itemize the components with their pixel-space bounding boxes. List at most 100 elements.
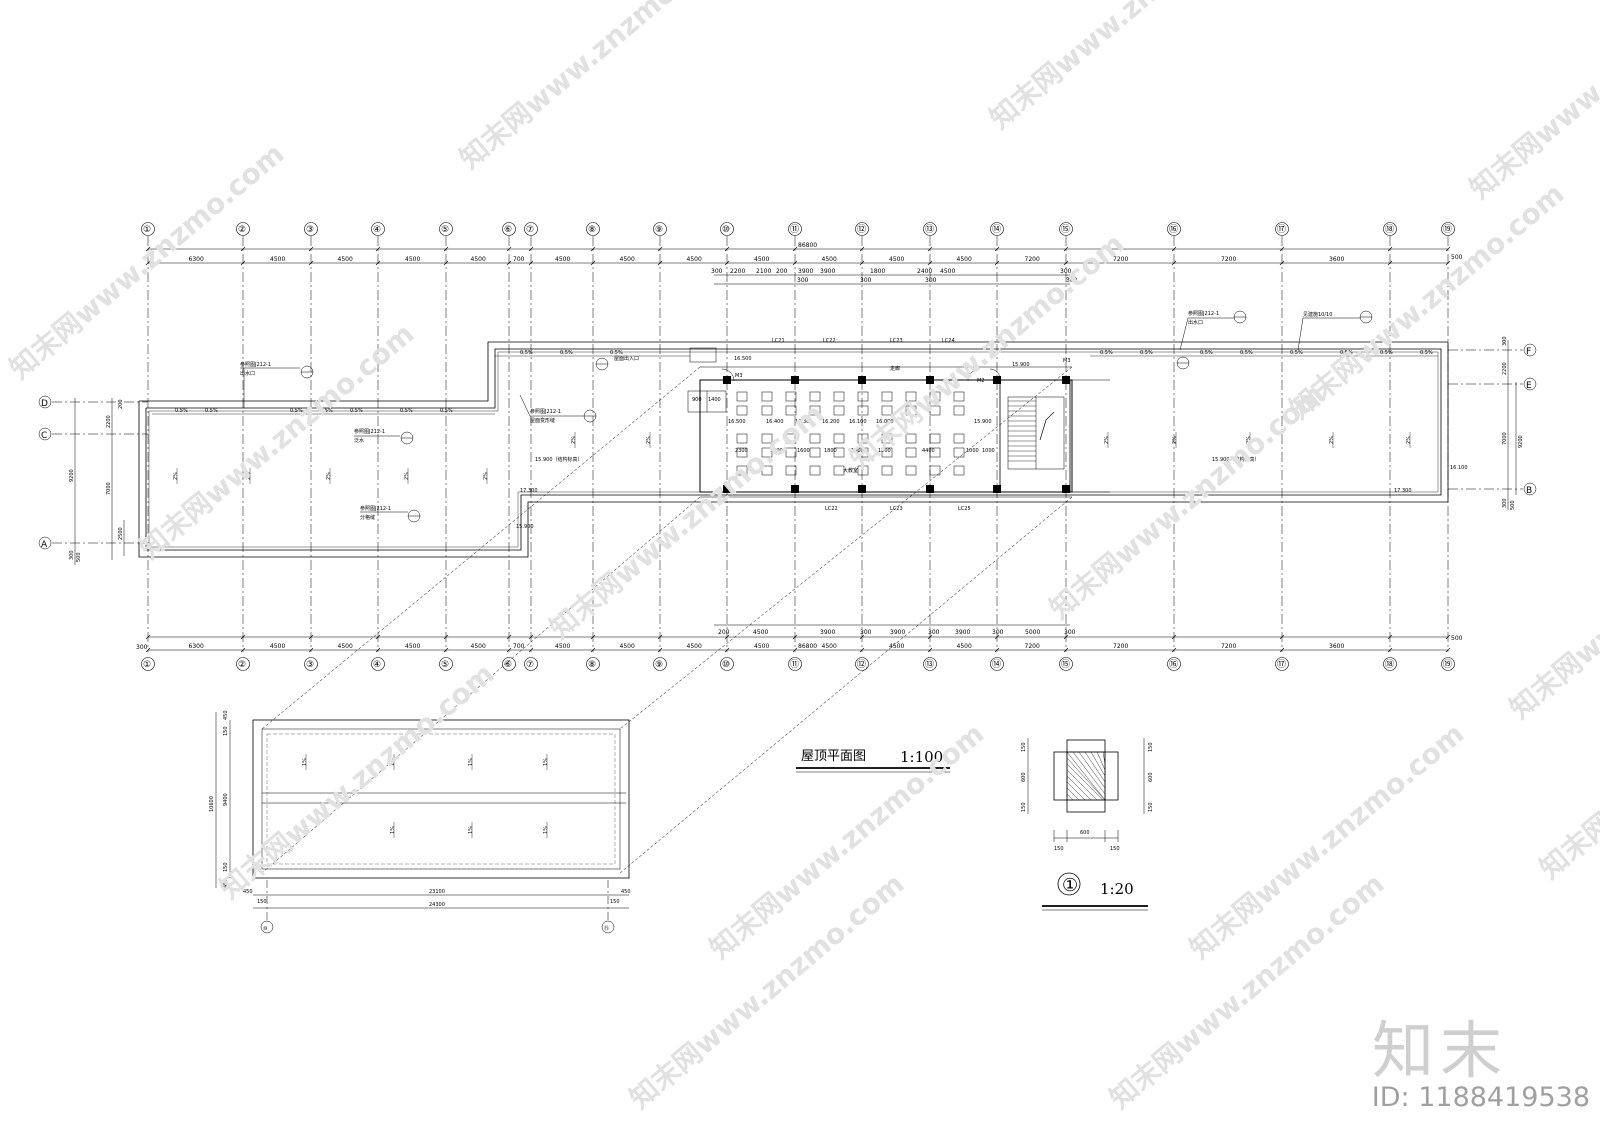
axis-bubble: [371, 657, 385, 671]
desk: [881, 465, 893, 476]
split-label: 0.5%: [350, 408, 363, 414]
top-sub-dimension: 4500: [940, 268, 955, 275]
desk: [881, 405, 893, 416]
desk: [785, 433, 797, 444]
slope-label: 2%: [246, 472, 252, 480]
axis-bubble: [923, 657, 937, 671]
bottom-bay-dimension: 4500: [555, 643, 570, 650]
axis-bubble: [788, 222, 802, 236]
axis-label-top: ⑭: [992, 224, 1001, 235]
ref-note-2: 参照图J212-1: [354, 428, 385, 435]
door-m3-left: M3: [735, 373, 743, 379]
axis-label-top: ①: [143, 225, 151, 235]
split-label: 0.5%: [1340, 350, 1353, 356]
col-bottom-150b: 150: [1110, 846, 1120, 852]
elev-16100-right: 16.100: [1450, 465, 1468, 471]
watermark-text: 知末网www.znzmo.com: [1503, 477, 1600, 725]
slope-label: 2%: [173, 472, 179, 480]
bottom-bay-dimension: 4500: [687, 643, 702, 650]
hall-dim-1800d: 1800: [878, 448, 891, 454]
col-left-150b: 150: [1021, 802, 1027, 812]
main-title: 屋顶平面图: [801, 749, 866, 764]
detail-roof-plan: [215, 712, 630, 934]
axis-label-top: ⑱: [1385, 224, 1394, 235]
detail-plan-dimensions: 10600 450 150 9400 150 450 23100 24300 4…: [209, 710, 631, 932]
hall-label: 大教室: [843, 467, 858, 474]
detail-height-total: 10600: [209, 796, 215, 812]
hall-dim-1800b: 1800: [824, 448, 837, 454]
elev-15900-top: 15.900: [1012, 362, 1030, 368]
beam-lc23-bottom: LC23: [890, 506, 903, 512]
split-line-labels: 0.5%0.5%0.5%0.5%0.5%0.5%0.5%0.5%0.5%0.5%…: [175, 350, 1433, 414]
detail-edge-150-left: 150: [257, 899, 267, 905]
bottom-start-dimension: 300: [136, 644, 148, 651]
desk: [785, 465, 797, 476]
right-vertical-dimensions: 300 2200 9200 7000 300 500: [1502, 336, 1524, 510]
desk: [809, 391, 821, 402]
right-dim-300: 300: [1502, 336, 1508, 346]
split-label: 0.5%: [1420, 350, 1433, 356]
right-dim-300b: 300: [1502, 498, 1508, 508]
axis-bubble: [990, 222, 1004, 236]
top-bay-dimension: 4500: [405, 256, 420, 263]
detail-height-mid: 9400: [223, 793, 229, 806]
split-label: 0.5%: [205, 408, 218, 414]
bottom-sub-dimension: 300: [1064, 629, 1076, 636]
row-axis-b: B: [1526, 486, 1532, 496]
right-dim-2200: 2200: [1502, 362, 1508, 375]
desk: [761, 447, 773, 458]
axis-label-bottom: ⑤: [441, 660, 449, 670]
axis-label-top: ⑦: [526, 225, 534, 235]
axis-label-top: ⑬: [925, 224, 934, 235]
axis-label-top: ⑤: [441, 225, 449, 235]
beam-lc22-bottom: LC22: [825, 506, 838, 512]
axis-label-top: ⑨: [655, 225, 663, 235]
split-label: 0.5%: [175, 408, 188, 414]
axis-bubble: [1059, 222, 1073, 236]
top-bay-dimension: 700: [513, 256, 525, 263]
axis-bubble: [439, 657, 453, 671]
top-bay-dimension: 7200: [1221, 256, 1236, 263]
bottom-bay-dimension: 4500: [620, 643, 635, 650]
slope-label: 2%: [1104, 436, 1110, 444]
projection-lines: [261, 366, 1073, 874]
axis-label-top: ⑥: [504, 225, 512, 235]
main-scale: 1:100: [900, 748, 943, 766]
bottom-bay-dimension: 7200: [1113, 643, 1128, 650]
hall-dim-1800a: 1800: [770, 448, 783, 454]
top-bay-dimension: 4500: [822, 256, 837, 263]
left-dim-300: 300: [69, 550, 75, 560]
slope-label: 2%: [1246, 436, 1252, 444]
bottom-sub-dimension: 4500: [753, 629, 768, 636]
slope-label: 2%: [483, 472, 489, 480]
desk: [929, 433, 941, 444]
desk: [736, 405, 748, 416]
axis-label-bottom: ⑧: [588, 660, 596, 670]
column: [926, 376, 934, 384]
axis-bubble: [371, 222, 385, 236]
beam-lc21: LC21: [772, 338, 785, 344]
desk: [929, 391, 941, 402]
col-left-600: 600: [1021, 772, 1027, 782]
top-sub-dimension: 3900: [798, 268, 813, 275]
axis-bubble: [502, 222, 516, 236]
split-label: 0.5%: [440, 408, 453, 414]
hall-dim-1600: 1600: [797, 448, 810, 454]
bottom-bay-dimension: 4500: [754, 643, 769, 650]
top-sub-dimension: 2400: [917, 268, 932, 275]
left-dim-200: 200: [118, 399, 124, 409]
column: [858, 485, 866, 493]
small-dim-900: 900: [692, 397, 702, 403]
split-label: 0.5%: [290, 408, 303, 414]
drain-split-line: [152, 355, 1438, 415]
axis-label-bottom: ④: [373, 660, 381, 670]
axis-label-top: ②: [238, 225, 246, 235]
left-dim-2200: 2200: [106, 415, 112, 428]
top-sub-dimension: 300: [1060, 268, 1072, 275]
elev-16200: 16.200: [822, 419, 840, 425]
top-bay-dimension: 4500: [338, 256, 353, 263]
axis-bubble: [720, 222, 734, 236]
desk: [833, 391, 845, 402]
axis-label-top: ⑧: [588, 225, 596, 235]
